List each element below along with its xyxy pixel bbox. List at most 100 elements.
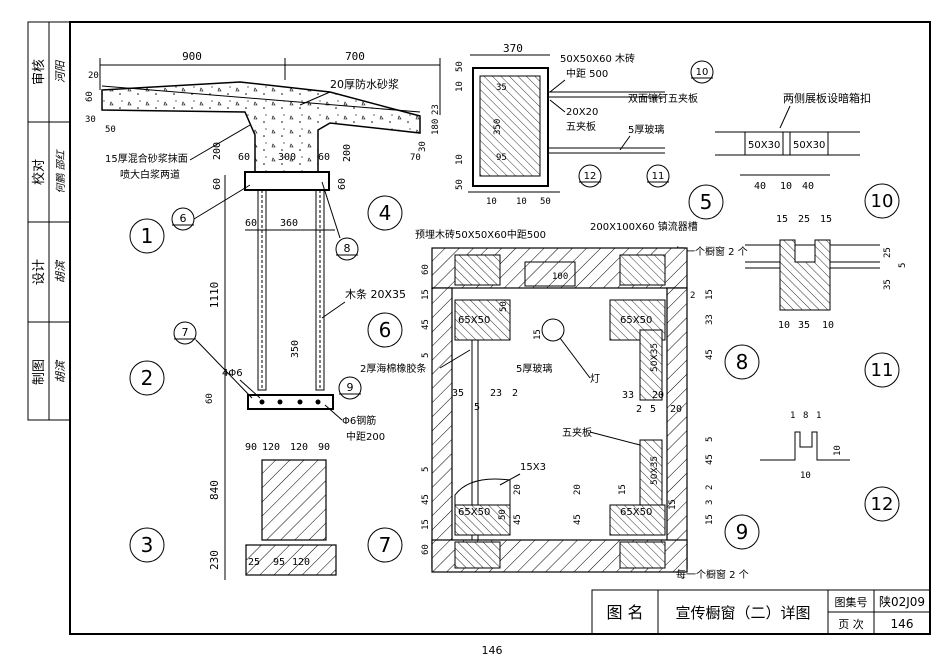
note-sponge-rubber: 2厚海棉橡胶条	[360, 362, 426, 375]
dim-23: 23	[431, 104, 441, 115]
dim-60g-8: 60	[421, 264, 431, 275]
dim-2d: 2	[705, 485, 715, 490]
dim-10b: 10	[455, 154, 465, 165]
note-plywood-5: 五夹板	[566, 120, 596, 133]
review-signature: 河阳	[54, 59, 67, 83]
page-number: 146	[482, 644, 503, 657]
dim-5c: 5	[474, 402, 480, 413]
detail-11-joint: 15 25 15 25 5 35 10 35 10	[745, 214, 908, 331]
note-wood-strip: 木条 20X35	[345, 287, 406, 301]
design-signature: 胡滨	[54, 259, 67, 283]
dim-370: 370	[503, 42, 523, 55]
detail-8-section: 预埋木砖50X50X60中距500 200X100X60 镇流器槽 每一个橱窗 …	[360, 220, 748, 569]
dim-15d: 15	[533, 329, 543, 340]
dim-360: 360	[280, 218, 298, 229]
dim-60f: 60	[245, 218, 257, 229]
drawing-signature: 胡滨	[54, 359, 67, 383]
dim-10a: 10	[455, 81, 465, 92]
dim-300: 300	[278, 152, 296, 163]
detail-8-number: 8	[736, 350, 749, 374]
dim-35a: 35	[496, 83, 507, 93]
dim-60c: 60	[318, 152, 330, 163]
detail-10-latch: 两侧展板设暗箱扣 50X30 50X30 40 10 40	[715, 91, 871, 192]
dim-2b: 2	[512, 388, 518, 399]
dim-700: 700	[345, 50, 365, 63]
dim-2a: 2	[690, 291, 695, 301]
dim-30: 30	[85, 115, 96, 125]
detail-1-number: 1	[141, 224, 154, 248]
dim-200: 200	[212, 142, 223, 160]
note-65x50d: 65X50	[620, 507, 652, 518]
detail-3-number: 3	[141, 533, 154, 557]
dim-10f: 10	[778, 320, 790, 331]
dim-95: 95	[273, 557, 285, 568]
note-lamp: 灯	[590, 373, 600, 385]
note-wood-brick: 50X50X60 木砖	[560, 52, 635, 65]
detail-12-number: 12	[871, 494, 894, 515]
detail-11-number: 11	[871, 360, 894, 381]
title-text: 宣传橱窗（二）详图	[675, 604, 810, 622]
dim-120b: 120	[290, 442, 308, 453]
note-rebar-4d6: 4Φ6	[222, 368, 243, 379]
dim-900: 900	[182, 50, 202, 63]
dim-70: 70	[410, 153, 421, 163]
detail-2-number: 2	[141, 366, 154, 390]
detail-5-frame: 370 50 10 35 350 95 10 50 10 10 50 50X50…	[455, 42, 698, 207]
detail-7-number: 7	[379, 533, 392, 557]
check-label: 校对	[31, 159, 47, 185]
dim-45e: 45	[421, 494, 431, 505]
dim-20: 20	[88, 71, 99, 81]
note-hidden-latch: 两侧展板设暗箱扣	[783, 91, 871, 105]
dim-10i: 10	[800, 471, 811, 481]
check-signature: 何鹏 邵红	[55, 148, 67, 193]
dim-15a: 15	[776, 214, 788, 225]
review-label: 审核	[32, 59, 47, 85]
dim-45a: 45	[421, 319, 431, 330]
dim-350: 350	[290, 340, 301, 358]
detail-number-circles: 1 2 3 4 5 6 7 8 9 10 11 12	[129, 183, 900, 563]
dim-840: 840	[208, 480, 221, 500]
note-65x50a: 65X50	[458, 315, 490, 326]
note-waterproof-mortar: 20厚防水砂浆	[330, 77, 399, 91]
signature-bar: 审核 河阳 校对 何鹏 邵红 设计 胡滨 制图 胡滨	[27, 21, 71, 421]
dim-35c: 35	[798, 320, 810, 331]
dim-23b: 23	[490, 388, 502, 399]
dim-50f: 50	[498, 509, 508, 520]
note-glass-5: 5厚玻璃	[628, 123, 664, 136]
dim-10d: 10	[516, 197, 527, 207]
detail-12-strip: 1 8 1 10 10	[760, 411, 850, 481]
detail-4-number: 4	[379, 201, 392, 225]
page-number-cell: 146	[891, 617, 914, 631]
dim-90b: 90	[318, 442, 330, 453]
note-plywood-nail: 双面镶钉五夹板	[628, 92, 698, 105]
dim-60g: 60	[205, 393, 215, 404]
dim-15e: 15	[705, 289, 715, 300]
dim-60e: 60	[337, 178, 348, 190]
note-65x50b: 65X50	[620, 315, 652, 326]
dim-60h: 60	[421, 544, 431, 555]
dim-15i: 15	[668, 499, 678, 510]
dim-120c: 120	[292, 557, 310, 568]
dim-50: 50	[105, 125, 116, 135]
design-label: 设计	[32, 259, 47, 285]
dim-25: 25	[248, 557, 260, 568]
dim-15b: 15	[820, 214, 832, 225]
note-glass-5b: 5厚玻璃	[516, 362, 552, 375]
dim-20b-8: 20	[670, 404, 682, 415]
detail-10-number: 10	[871, 191, 894, 212]
atlas-label: 图集号	[835, 595, 868, 609]
dim-40a: 40	[754, 181, 766, 192]
drawing-label: 制图	[32, 359, 47, 385]
dim-2c: 2	[636, 404, 642, 415]
callout-12: 12	[584, 171, 597, 182]
dim-45f: 45	[573, 514, 583, 525]
dim-40b: 40	[802, 181, 814, 192]
note-15x3: 15X3	[520, 462, 546, 473]
dim-60: 60	[85, 91, 95, 102]
note-per-window-top: 每一个橱窗 2 个	[675, 245, 748, 258]
dim-5a: 5	[898, 263, 908, 268]
note-pre-wood-brick: 预埋木砖50X50X60中距500	[415, 228, 546, 241]
dim-5d: 5	[650, 404, 656, 415]
dim-5b: 5	[421, 353, 431, 358]
